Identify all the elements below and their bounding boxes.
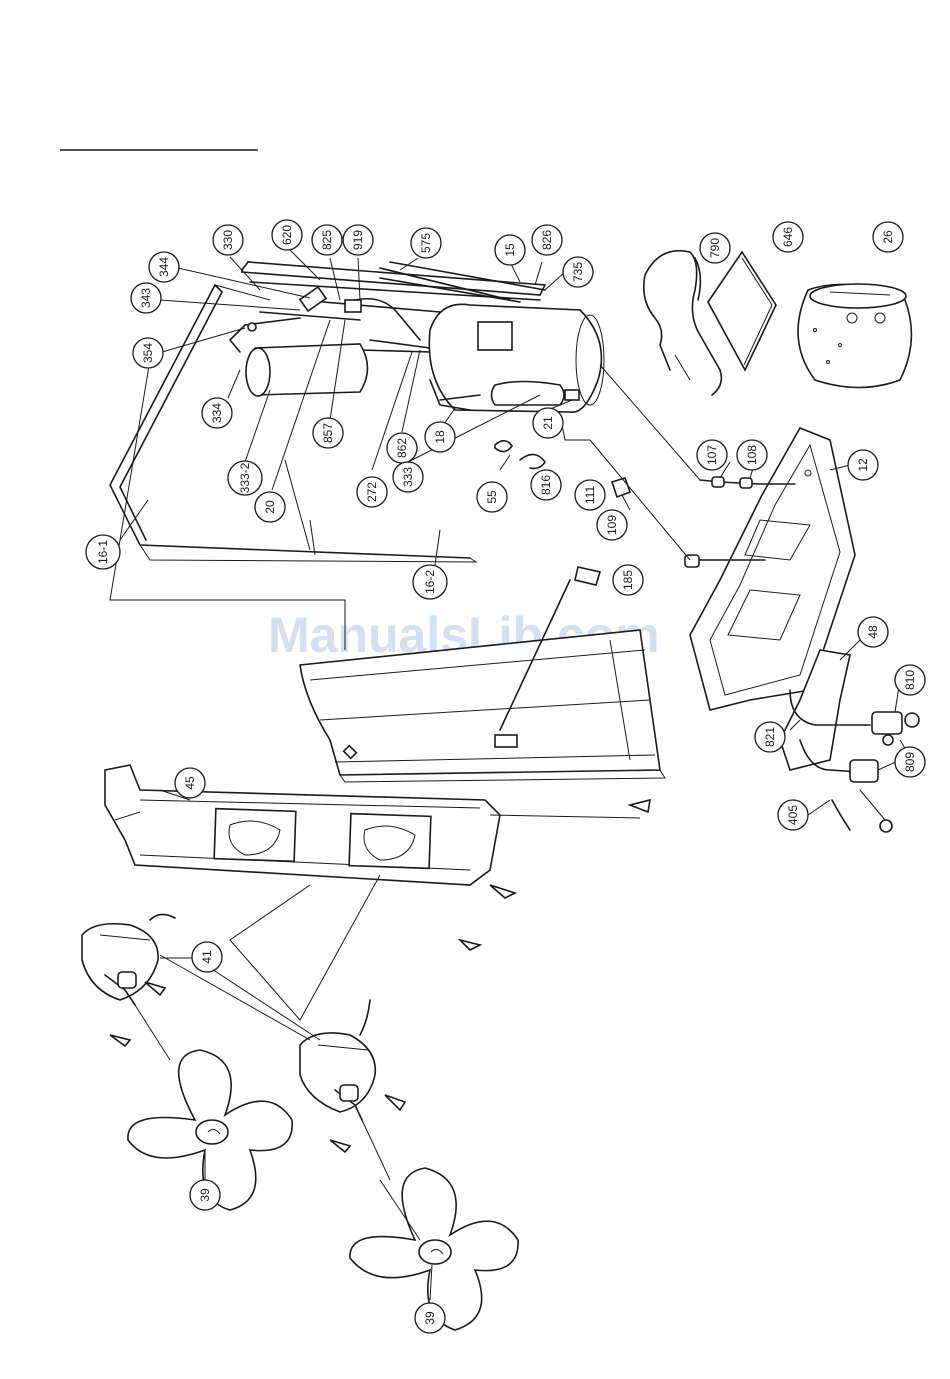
- svg-text:39: 39: [198, 1188, 212, 1202]
- svg-text:26: 26: [881, 230, 895, 244]
- svg-text:646: 646: [781, 227, 795, 247]
- svg-text:185: 185: [621, 570, 635, 590]
- callout-16-1: 16-1: [86, 535, 120, 569]
- svg-text:821: 821: [763, 727, 777, 747]
- svg-text:16-2: 16-2: [423, 570, 437, 594]
- svg-text:862: 862: [395, 438, 409, 458]
- callout-857: 857: [313, 418, 343, 448]
- callout-575: 575: [411, 228, 441, 258]
- callout-12: 12: [848, 450, 878, 480]
- fan-partition-45: [105, 765, 650, 1020]
- svg-text:575: 575: [419, 233, 433, 253]
- callout-48: 48: [858, 617, 888, 647]
- callout-185: 185: [613, 565, 643, 595]
- compressor-jacket-26: [798, 284, 911, 388]
- insulation-pad-646: [708, 252, 776, 370]
- callout-39-left: 39: [190, 1180, 220, 1210]
- callout-21: 21: [533, 408, 563, 438]
- callout-108: 108: [737, 440, 767, 470]
- callout-39-right: 39: [415, 1303, 445, 1333]
- callout-20: 20: [255, 492, 285, 522]
- cabinet-panel: [300, 567, 665, 782]
- callout-821: 821: [755, 722, 785, 752]
- svg-text:15: 15: [503, 243, 517, 257]
- callout-826: 826: [532, 225, 562, 255]
- svg-text:18: 18: [433, 430, 447, 444]
- callout-45: 45: [175, 768, 205, 798]
- callout-26: 26: [873, 222, 903, 252]
- svg-text:48: 48: [866, 625, 880, 639]
- callout-333-2: 333-2: [228, 461, 262, 495]
- svg-text:272: 272: [365, 482, 379, 502]
- callout-354: 354: [133, 338, 163, 368]
- callout-15: 15: [495, 235, 525, 265]
- svg-text:16-1: 16-1: [96, 540, 110, 564]
- callout-55: 55: [477, 482, 507, 512]
- svg-text:334: 334: [210, 403, 224, 423]
- svg-text:790: 790: [708, 238, 722, 258]
- svg-text:825: 825: [320, 230, 334, 250]
- svg-text:107: 107: [705, 445, 719, 465]
- svg-text:816: 816: [539, 475, 553, 495]
- svg-text:354: 354: [141, 343, 155, 363]
- callout-16-2: 16-2: [413, 565, 447, 599]
- callout-343: 343: [131, 283, 161, 313]
- callout-333: 333: [393, 462, 423, 492]
- callout-735: 735: [563, 257, 593, 287]
- fan-motor-left: [82, 914, 175, 1060]
- wire-harness-790: [644, 251, 722, 395]
- callout-41: 41: [192, 942, 222, 972]
- callout-18: 18: [425, 422, 455, 452]
- callout-919: 919: [343, 225, 373, 255]
- svg-text:39: 39: [423, 1311, 437, 1325]
- svg-text:919: 919: [351, 230, 365, 250]
- svg-text:620: 620: [280, 225, 294, 245]
- callout-111: 111: [575, 480, 605, 510]
- callout-334: 334: [202, 398, 232, 428]
- svg-text:55: 55: [485, 490, 499, 504]
- svg-text:343: 343: [139, 288, 153, 308]
- svg-text:41: 41: [200, 950, 214, 964]
- callout-109: 109: [597, 510, 627, 540]
- svg-text:111: 111: [583, 486, 597, 505]
- callout-825: 825: [312, 225, 342, 255]
- callout-272: 272: [357, 477, 387, 507]
- svg-text:12: 12: [856, 458, 870, 472]
- svg-text:809: 809: [903, 752, 917, 772]
- callout-862: 862: [387, 433, 417, 463]
- svg-text:21: 21: [541, 416, 555, 430]
- svg-text:108: 108: [745, 445, 759, 465]
- svg-text:857: 857: [321, 423, 335, 443]
- svg-text:333: 333: [401, 467, 415, 487]
- callout-790: 790: [700, 233, 730, 263]
- callout-816: 816: [531, 470, 561, 500]
- svg-text:45: 45: [183, 776, 197, 790]
- callout-330: 330: [213, 225, 243, 255]
- callout-405: 405: [778, 800, 808, 830]
- svg-text:330: 330: [221, 230, 235, 250]
- callout-810: 810: [895, 665, 925, 695]
- svg-text:344: 344: [157, 257, 171, 277]
- svg-text:810: 810: [903, 670, 917, 690]
- compressor: [429, 304, 604, 412]
- svg-text:109: 109: [605, 515, 619, 535]
- svg-text:405: 405: [786, 805, 800, 825]
- svg-text:735: 735: [571, 262, 585, 282]
- callout-620: 620: [272, 220, 302, 250]
- callout-107: 107: [697, 440, 727, 470]
- svg-text:333-2: 333-2: [238, 462, 252, 493]
- callout-344: 344: [149, 252, 179, 282]
- svg-text:20: 20: [263, 500, 277, 514]
- callout-646: 646: [773, 222, 803, 252]
- svg-text:826: 826: [540, 230, 554, 250]
- callout-809: 809: [895, 747, 925, 777]
